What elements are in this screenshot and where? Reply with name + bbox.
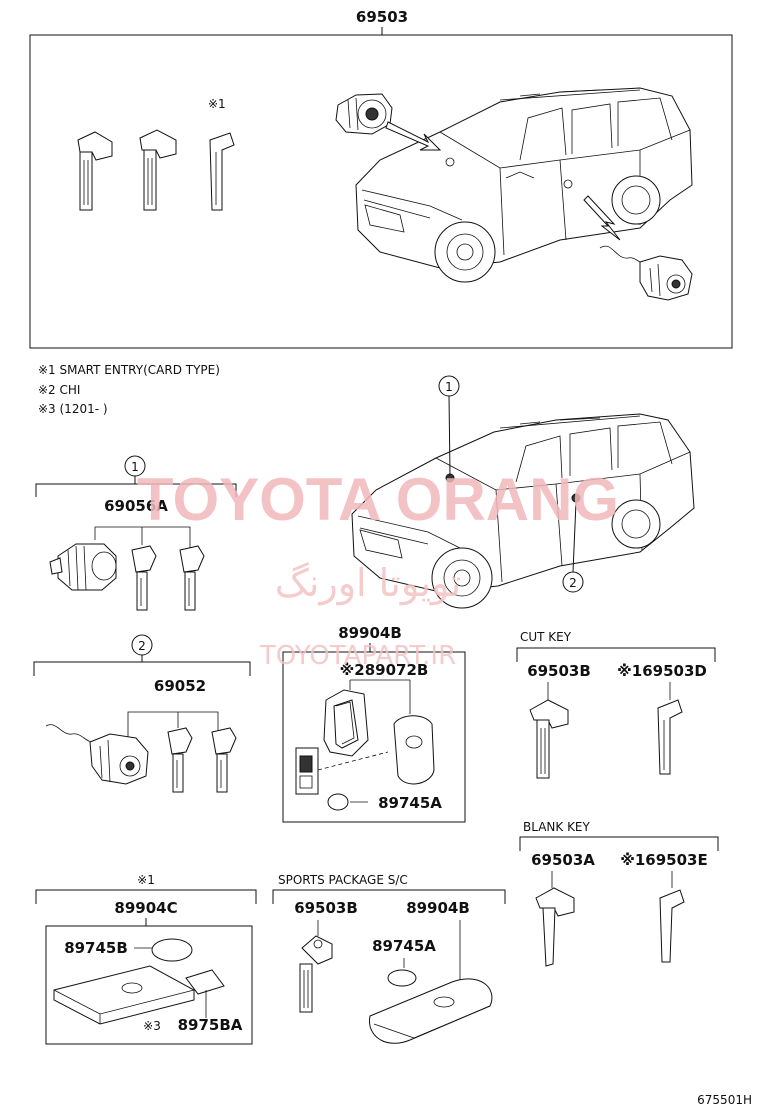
- middle-marker-2-label: 2: [569, 576, 577, 590]
- part-89745B: 89745B: [64, 939, 128, 957]
- group1-key-a: [131, 545, 157, 611]
- watermark-persian: تویوتا اورنگ: [275, 561, 462, 606]
- battery-89745B: [151, 938, 193, 962]
- smart-card-bracket: [35, 889, 257, 904]
- blank-key-heading: BLANK KEY: [523, 820, 591, 834]
- group1-marker-label: 1: [131, 460, 139, 474]
- top-arrow-door: [583, 195, 621, 241]
- sports-smart-key-fob: [369, 978, 493, 1044]
- blank-key-69503E: [659, 889, 685, 963]
- sports-package-heading: SPORTS PACKAGE S/C: [278, 873, 408, 887]
- part-69503B-cut: 69503B: [527, 662, 591, 680]
- part-69503D: ※169503D: [617, 662, 707, 680]
- middle-marker-2-leader: [572, 501, 577, 573]
- remote-transmitter-case: [323, 689, 369, 757]
- group2-marker-label: 2: [138, 639, 146, 653]
- cut-key-bracket: [516, 647, 716, 662]
- assembly-dash: [317, 751, 389, 771]
- box-89904B: [282, 651, 466, 823]
- middle-marker-1-label: 1: [445, 380, 453, 394]
- part-69503B-sports: 69503B: [294, 899, 358, 917]
- top-emergency-key: [209, 132, 235, 211]
- part-69052: 69052: [154, 677, 206, 695]
- sports-package-bracket: [272, 889, 506, 904]
- part-89745A-sports: 89745A: [372, 937, 436, 955]
- part-89904B-sports: 89904B: [406, 899, 470, 917]
- box-89904C: [45, 925, 253, 1045]
- group2-bracket: [33, 661, 251, 676]
- top-key-middle: [139, 129, 177, 211]
- cut-key-69503D: [657, 699, 683, 775]
- part-8975BA: 8975BA: [178, 1016, 243, 1034]
- top-emergency-key-note: ※1: [208, 97, 226, 111]
- blank-key-69503A: [535, 887, 575, 967]
- part-69503A: 69503A: [531, 851, 595, 869]
- sports-battery-89745A: [387, 969, 417, 987]
- top-arrow-ignition: [385, 121, 442, 151]
- group1-ignition-cylinder: [49, 543, 117, 591]
- group2-door-lock-cylinder: [45, 724, 149, 785]
- box-89904B-leaders: [349, 679, 411, 714]
- remote-fob-shell: [393, 715, 435, 785]
- part-89745A: 89745A: [378, 794, 442, 812]
- middle-vehicle-illustration: [351, 413, 695, 609]
- watermark-site: TOYOTAPART.IR: [259, 641, 456, 671]
- group2-leaders: [127, 711, 219, 740]
- group1-key-b: [179, 545, 205, 611]
- top-key-left: [77, 131, 113, 211]
- part-89072B: ※289072B: [340, 661, 429, 679]
- group1-leaders: [94, 526, 191, 548]
- middle-marker-1-leader: [448, 395, 451, 475]
- group1-bracket: [35, 483, 237, 497]
- legend-smart-entry: ※1 SMART ENTRY(CARD TYPE): [38, 363, 220, 377]
- battery-89745A: [327, 793, 349, 811]
- figure-code: 675501H: [697, 1093, 752, 1107]
- top-assembly-box: [29, 34, 733, 349]
- part-69503E: ※169503E: [620, 851, 707, 869]
- watermark: TOYOTA ORANG تویوتا اورنگ TOYOTAPART.IR: [137, 466, 619, 671]
- part-8975BA-note: ※3: [143, 1019, 161, 1033]
- sports-key-69503B: [299, 935, 333, 1013]
- smart-card-note: ※1: [137, 873, 155, 887]
- group2-key-a: [167, 727, 193, 793]
- legend-chi: ※2 CHI: [38, 383, 80, 397]
- cut-key-heading: CUT KEY: [520, 630, 572, 644]
- part-89904B: 89904B: [338, 624, 402, 642]
- blank-key-bracket: [519, 836, 719, 851]
- top-vehicle-illustration: [355, 87, 693, 283]
- part-89904C: 89904C: [114, 899, 177, 917]
- watermark-brand: TOYOTA ORANG: [137, 466, 619, 533]
- top-ignition-cylinder: [335, 93, 393, 135]
- legend-date-range: ※3 (1201- ): [38, 402, 108, 416]
- cut-key-69503B: [529, 699, 569, 779]
- group2-key-b: [211, 727, 237, 793]
- part-69056A: 69056A: [104, 497, 168, 515]
- smart-card-insert: [185, 969, 225, 995]
- smart-card-body: [53, 965, 195, 1025]
- top-box-part-number: 69503: [356, 8, 408, 26]
- remote-transmitter-board: [295, 747, 319, 795]
- top-door-lock-cylinder: [599, 245, 693, 301]
